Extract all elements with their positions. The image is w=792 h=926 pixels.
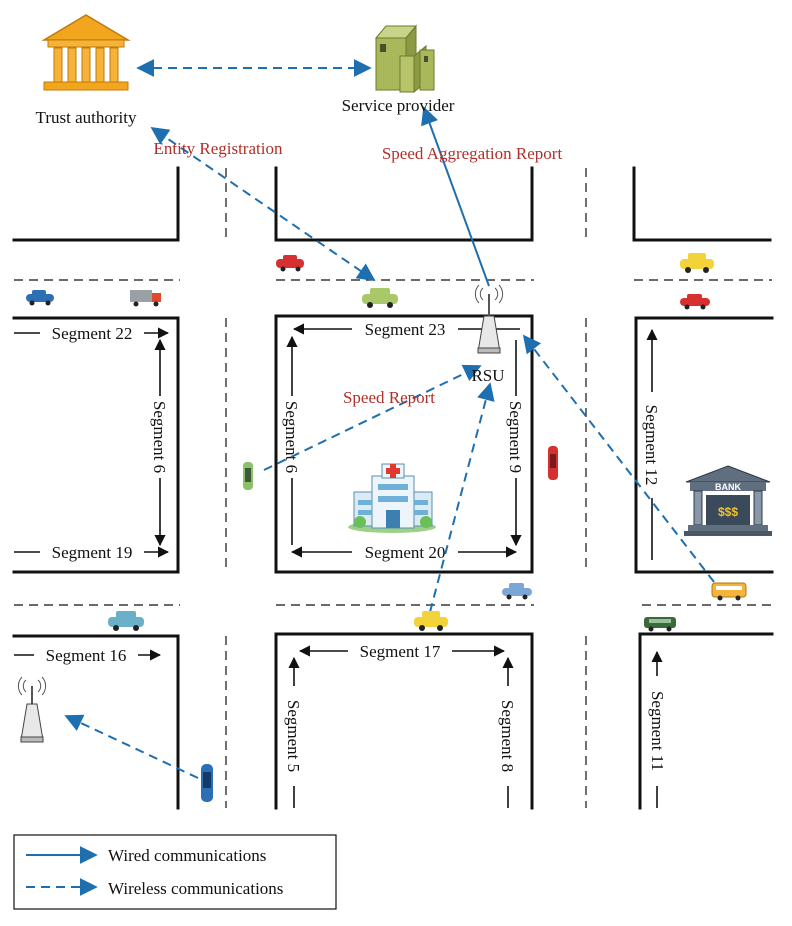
bank-icon: BANK $$$ [684, 465, 772, 536]
hospital-icon [348, 463, 436, 533]
server-icon [374, 24, 435, 94]
car-icon [644, 617, 676, 632]
segment-17-label: Segment 17 [360, 642, 441, 661]
legend: Wired communications Wireless communicat… [13, 834, 337, 910]
segment-23-label: Segment 23 [365, 320, 446, 339]
segment-20-label: Segment 20 [365, 543, 446, 562]
legend-wired-label: Wired communications [108, 846, 266, 865]
car-icon [276, 255, 304, 272]
trust-authority-label: Trust authority [36, 108, 137, 127]
car-icon [26, 290, 54, 306]
segment-8-label: Segment 8 [498, 700, 517, 772]
communication-links [64, 59, 715, 779]
bus-icon [711, 582, 747, 601]
rsu-antenna-icon [17, 676, 47, 743]
car-icon [502, 583, 532, 600]
car-icon [243, 462, 253, 490]
rsu-label: RSU [471, 366, 504, 385]
car-icon [108, 611, 144, 631]
segment-11-label: Segment 11 [648, 691, 667, 771]
bank-sign: $$$ [718, 505, 738, 519]
segment-12-label: Segment 12 [642, 405, 661, 486]
entity-registration-label: Entity Registration [154, 139, 283, 158]
legend-wireless-label: Wireless communications [108, 879, 283, 898]
segment-16-label: Segment 16 [46, 646, 127, 665]
service-provider-label: Service provider [342, 96, 455, 115]
segment-6-mid-label: Segment 6 [282, 401, 301, 473]
car-icon [414, 611, 448, 631]
segment-19-label: Segment 19 [52, 543, 133, 562]
segment-9-label: Segment 9 [506, 401, 525, 473]
car-icon [362, 288, 398, 308]
rsu-antenna-icon [474, 284, 504, 354]
truck-icon [130, 290, 161, 307]
car-icon [548, 446, 558, 480]
speed-report-label: Speed Report [343, 388, 435, 407]
segment-6-left-label: Segment 6 [150, 401, 169, 473]
bank-name: BANK [715, 482, 741, 492]
car-icon [680, 294, 710, 310]
car-icon [201, 764, 213, 802]
speed-aggregation-report-label: Speed Aggregation Report [382, 144, 563, 163]
segment-22-label: Segment 22 [52, 324, 133, 343]
trust-authority-building-icon [41, 14, 131, 91]
segment-5-label: Segment 5 [284, 700, 303, 772]
car-icon [680, 253, 714, 273]
